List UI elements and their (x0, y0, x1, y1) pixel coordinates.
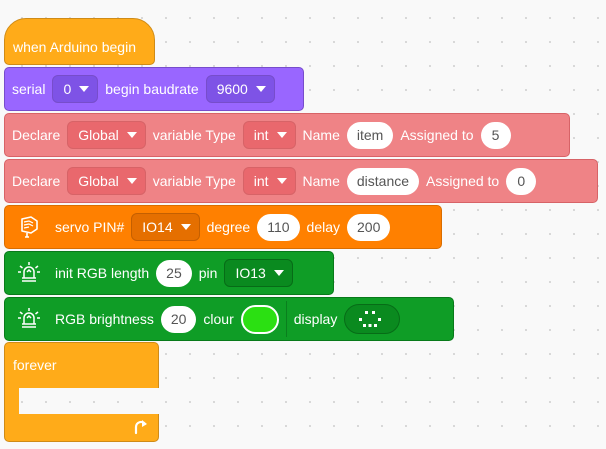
rgb-brightness-label: RGB brightness (55, 311, 154, 327)
baudrate-dropdown[interactable]: 9600 (205, 75, 275, 103)
declare-distance-block[interactable]: Declare Global variable Type int Name di… (4, 159, 598, 203)
display-pattern-dropdown[interactable] (344, 304, 401, 334)
assigned-value-input[interactable]: 0 (506, 167, 537, 195)
block-divider (285, 301, 287, 337)
chevron-down-icon (79, 86, 90, 92)
led-icon (16, 260, 42, 286)
baudrate-label: begin baudrate (105, 81, 199, 97)
forever-block[interactable]: forever (4, 342, 159, 388)
chevron-down-icon (255, 86, 266, 92)
forever-block-bottom[interactable] (4, 414, 159, 442)
variable-type-label: variable Type (152, 173, 236, 189)
declare-item-block[interactable]: Declare Global variable Type int Name it… (4, 113, 570, 157)
scope-value: Global (78, 127, 119, 143)
serial-port-dropdown[interactable]: 0 (52, 75, 99, 103)
chevron-down-icon (276, 132, 287, 138)
type-dropdown[interactable]: int (242, 121, 296, 149)
forever-label: forever (13, 357, 57, 373)
led-icon (16, 306, 42, 332)
rgb-pin-value: IO13 (235, 265, 266, 281)
variable-type-label: variable Type (152, 127, 236, 143)
brightness-input[interactable]: 20 (160, 305, 197, 333)
degree-label: degree (206, 219, 251, 235)
colour-label: clour (203, 311, 234, 327)
assigned-value-input[interactable]: 5 (480, 121, 511, 149)
delay-input[interactable]: 200 (347, 213, 391, 241)
variable-name-input[interactable]: distance (346, 167, 420, 195)
rgb-pin-dropdown[interactable]: IO13 (224, 259, 293, 287)
rgb-brightness-block[interactable]: RGB brightness 20 clour display (4, 297, 454, 341)
type-value: int (253, 127, 269, 143)
servo-block[interactable]: servo PIN# IO14 degree 110 delay 200 (4, 205, 442, 249)
display-label: display (293, 311, 338, 327)
declare-label: Declare (12, 127, 61, 143)
init-rgb-block[interactable]: init RGB length 25 pin IO13 (4, 251, 334, 295)
chevron-down-icon (126, 178, 137, 184)
serial-port-value: 0 (63, 81, 72, 97)
name-label: Name (302, 173, 340, 189)
name-label: Name (302, 127, 340, 143)
colour-picker[interactable] (240, 304, 279, 334)
servo-pin-label: servo PIN# (55, 219, 125, 235)
loop-arrow-icon (134, 420, 147, 435)
assigned-to-label: Assigned to (400, 127, 474, 143)
chevron-down-icon (180, 224, 191, 230)
degree-input[interactable]: 110 (257, 213, 300, 241)
serial-label: serial (12, 81, 46, 97)
smile-matrix-icon (359, 311, 382, 327)
chevron-down-icon (126, 132, 137, 138)
delay-label: delay (306, 219, 340, 235)
type-dropdown[interactable]: int (242, 167, 296, 195)
scope-value: Global (78, 173, 119, 189)
baudrate-value: 9600 (216, 81, 248, 97)
scope-dropdown[interactable]: Global (67, 121, 146, 149)
type-value: int (253, 173, 269, 189)
servo-pin-value: IO14 (142, 219, 173, 235)
assigned-to-label: Assigned to (426, 173, 500, 189)
declare-label: Declare (12, 173, 61, 189)
scope-dropdown[interactable]: Global (67, 167, 146, 195)
rgb-length-input[interactable]: 25 (156, 259, 192, 287)
servo-icon (16, 214, 42, 240)
init-rgb-label: init RGB length (55, 265, 150, 281)
rgb-pin-label: pin (198, 265, 218, 281)
when-arduino-begin-block[interactable]: when Arduino begin (4, 18, 155, 65)
chevron-down-icon (273, 270, 284, 276)
servo-pin-dropdown[interactable]: IO14 (131, 213, 200, 241)
forever-block-arm (4, 386, 19, 416)
chevron-down-icon (276, 178, 287, 184)
variable-name-input[interactable]: item (346, 121, 394, 149)
hat-label: when Arduino begin (13, 38, 136, 55)
serial-begin-block[interactable]: serial 0 begin baudrate 9600 (4, 67, 304, 111)
